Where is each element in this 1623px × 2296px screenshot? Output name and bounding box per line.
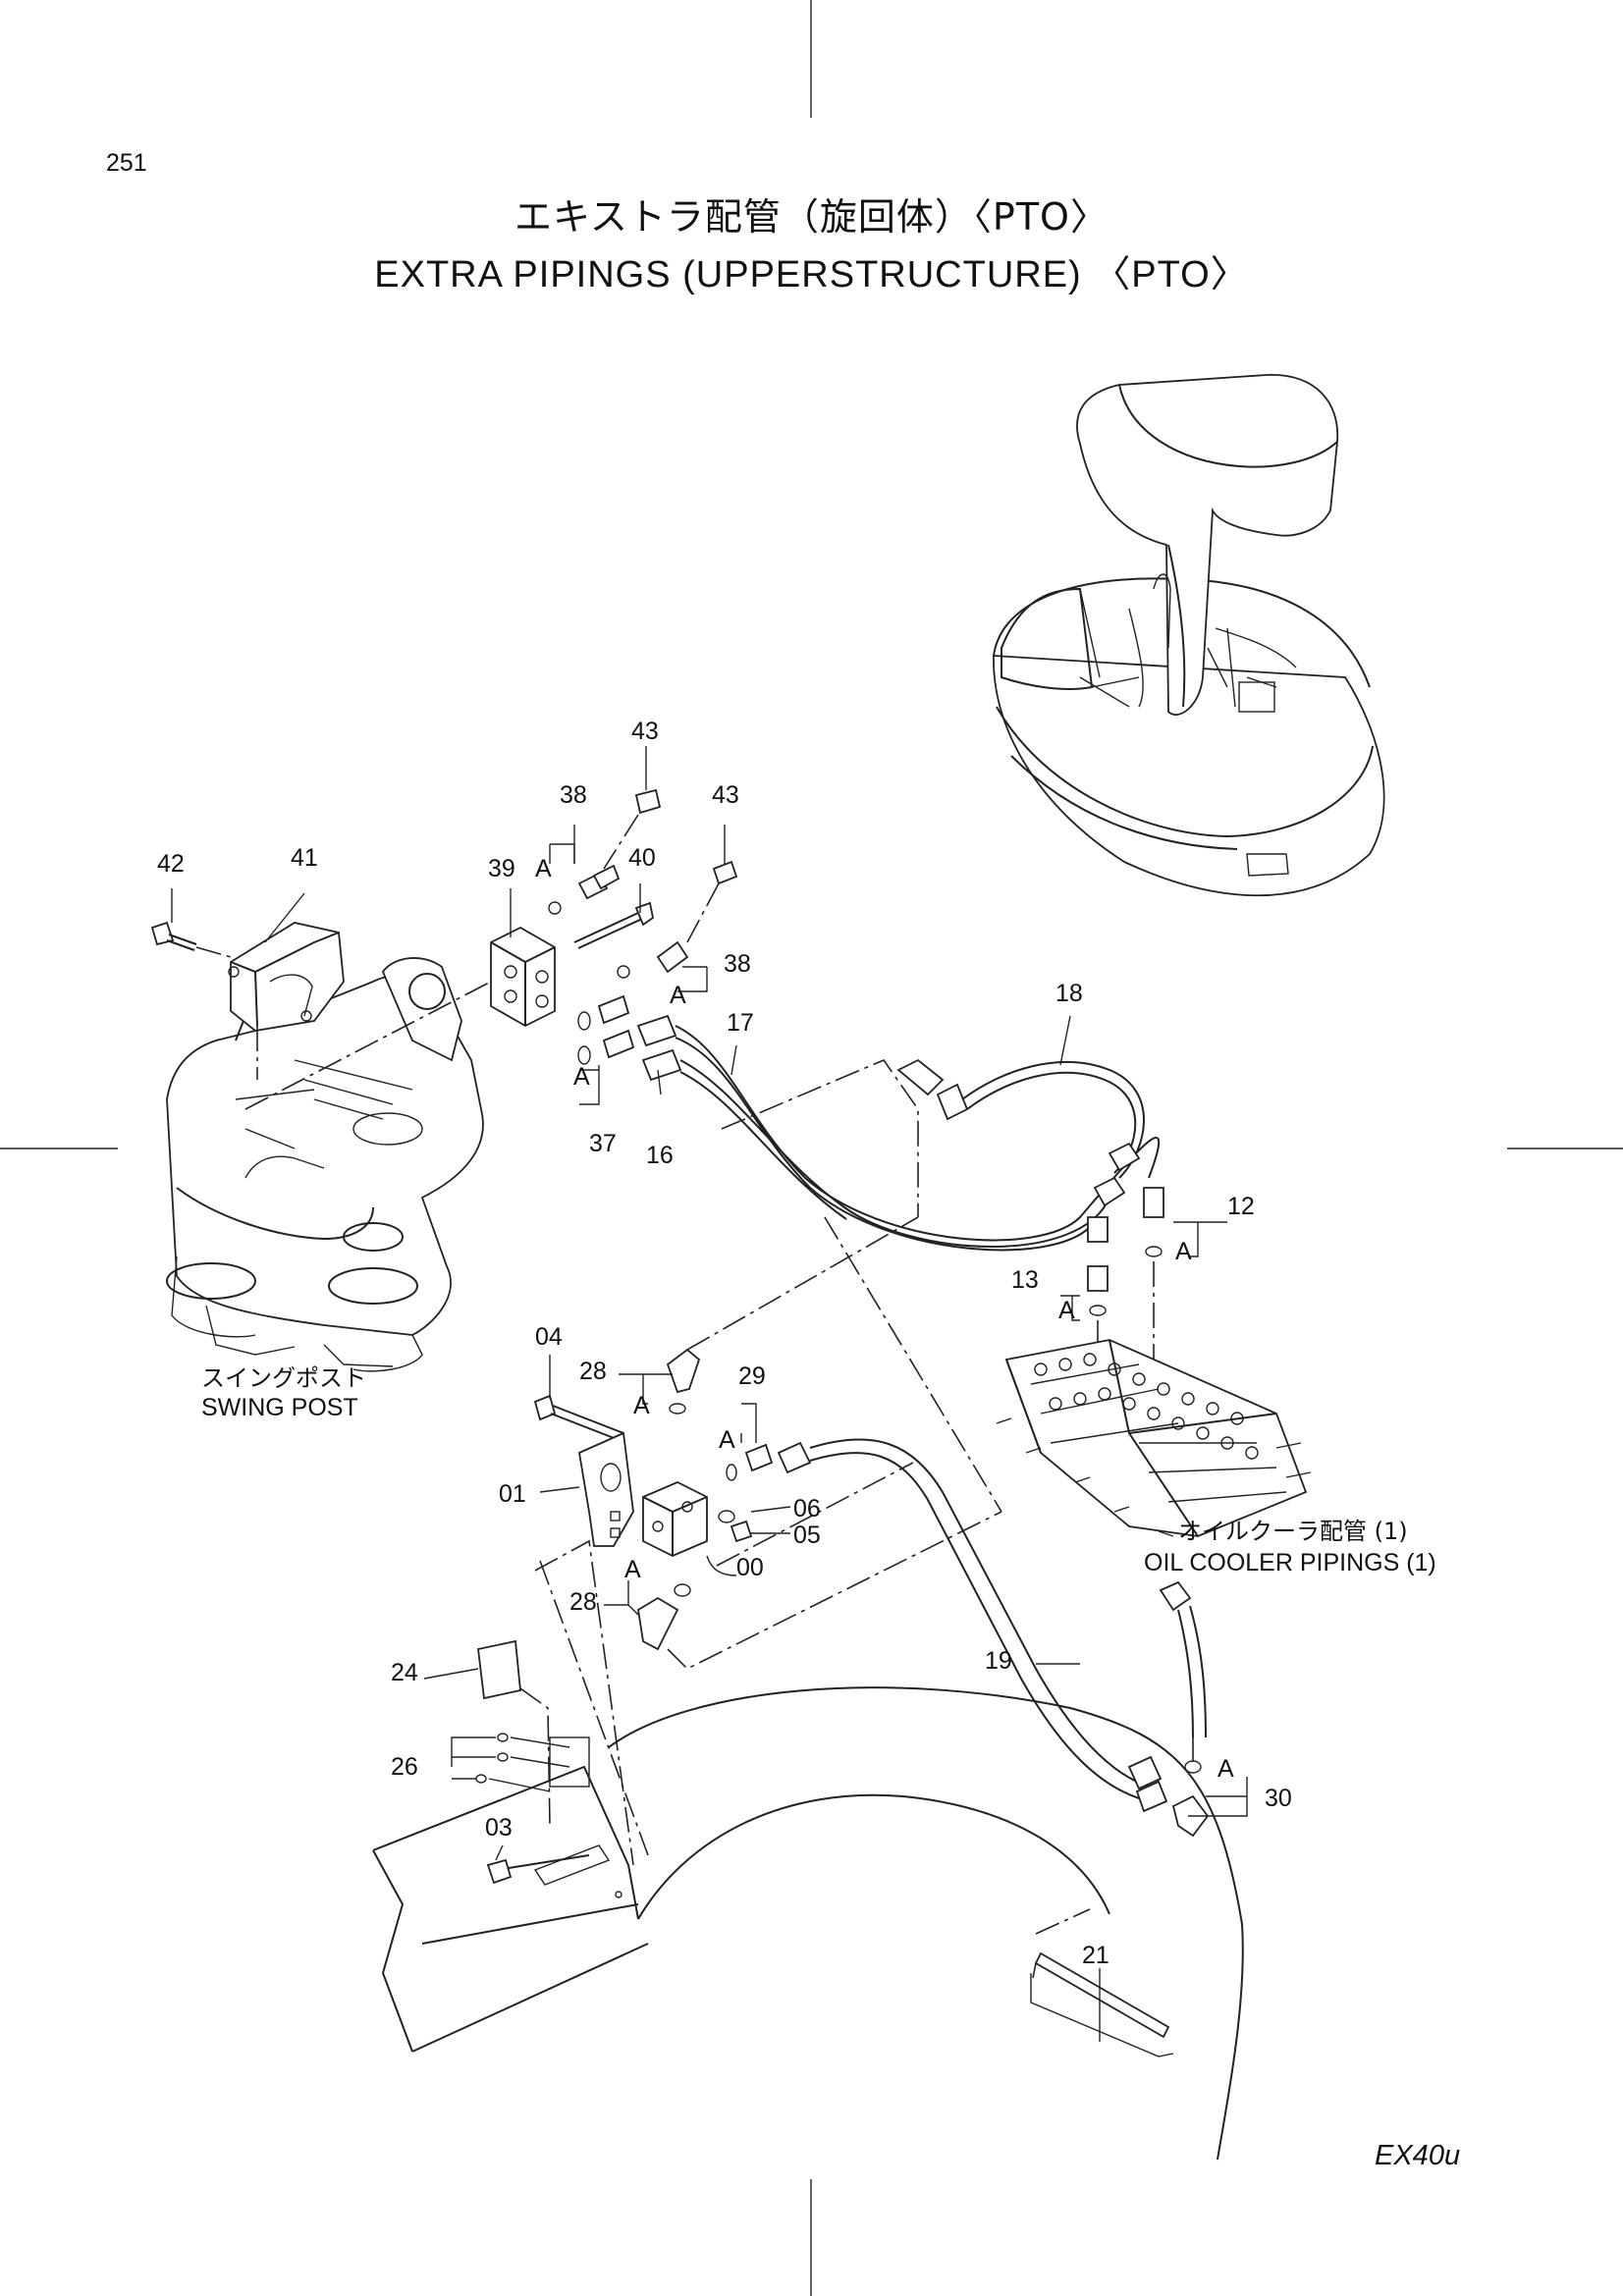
bracket-41 — [228, 922, 345, 1032]
leader-00 — [716, 1462, 914, 1567]
leader-28a — [686, 1216, 919, 1351]
leader-24 — [519, 1687, 551, 1827]
block-00 — [642, 1481, 708, 1557]
seal-21 — [1030, 1908, 1174, 2057]
block-39 — [490, 926, 556, 1028]
callout-24: 24 — [391, 1659, 418, 1686]
bolt-04 — [533, 1394, 624, 1442]
callout-17: 17 — [727, 1009, 754, 1037]
callout-28-lower: 28 — [569, 1588, 597, 1616]
swing-post-label-en: SWING POST — [201, 1394, 358, 1421]
callout-26: 26 — [391, 1753, 418, 1781]
hose-19 — [777, 1438, 1168, 1813]
bolt-03 — [486, 1854, 590, 1885]
callout-13: 13 — [1011, 1266, 1039, 1294]
elbow-28b — [637, 1583, 691, 1651]
ref-mark-a: A — [670, 982, 686, 1009]
adapters-37 — [577, 994, 635, 1065]
adapter-29 — [726, 1443, 774, 1481]
callout-01: 01 — [499, 1480, 526, 1508]
callout-04: 04 — [535, 1323, 563, 1351]
callout-06: 06 — [793, 1495, 821, 1522]
ref-mark-a: A — [719, 1426, 735, 1454]
cap-43a — [634, 788, 662, 815]
callout-16: 16 — [646, 1142, 674, 1169]
bolt-42 — [150, 921, 197, 951]
model-designation: EX40u — [1375, 2140, 1461, 2171]
swing-post-label-jp: スイングポスト — [201, 1364, 366, 1392]
callout-30: 30 — [1265, 1785, 1292, 1812]
ref-mark-a: A — [633, 1392, 650, 1419]
callout-28-upper: 28 — [579, 1358, 607, 1385]
callout-21: 21 — [1082, 1942, 1109, 1969]
oil-cooler-label-en: OIL COOLER PIPINGS (1) — [1144, 1549, 1436, 1576]
callout-41: 41 — [291, 844, 318, 872]
bolt-40 — [573, 901, 654, 949]
hose-18 — [896, 1058, 1145, 1207]
adapter-38b — [617, 940, 689, 979]
section-labels: スイングポスト SWING POST オイルクーラ配管 (1) OIL COOL… — [201, 1364, 1436, 1576]
callout-29: 29 — [738, 1362, 766, 1390]
cap-43b — [712, 860, 738, 885]
leader-43b — [686, 882, 720, 943]
leader-43a — [603, 814, 639, 870]
pins-26 — [475, 1733, 590, 1792]
leader-swing-post — [244, 981, 492, 1110]
control-valve — [996, 1339, 1312, 1537]
oil-cooler-pipe — [1159, 1580, 1207, 1738]
ref-mark-a: A — [624, 1556, 641, 1583]
leader-frame — [539, 1560, 649, 1856]
callout-18: 18 — [1055, 980, 1083, 1007]
part-number-callouts: 43 38 43 39 40 42 41 38 17 18 37 16 12 1… — [157, 718, 1292, 1969]
callout-38-upper: 38 — [560, 781, 587, 809]
callout-42: 42 — [157, 850, 185, 878]
ref-mark-a: A — [1058, 1297, 1075, 1324]
adapter-13 — [1087, 1216, 1109, 1316]
leader-hose-block — [721, 1059, 919, 1217]
callout-40: 40 — [628, 844, 656, 872]
elbow-28a — [666, 1348, 701, 1415]
adapter-12 — [1143, 1187, 1164, 1257]
callout-03: 03 — [485, 1814, 513, 1842]
upperstructure-frame — [372, 1686, 1244, 2161]
ref-mark-a: A — [535, 855, 552, 882]
leader-01 — [534, 1539, 634, 1866]
callout-43-right: 43 — [712, 781, 739, 809]
plate-24 — [477, 1639, 521, 1700]
callout-38-lower: 38 — [724, 950, 751, 978]
swing-post-illustration — [166, 957, 484, 1372]
ref-mark-a: A — [1175, 1238, 1192, 1265]
page-title-japanese: エキストラ配管（旋回体）〈PTO〉 — [514, 195, 1109, 239]
ref-mark-a: A — [573, 1063, 590, 1091]
leader-42 — [195, 946, 232, 958]
callout-00: 00 — [736, 1554, 764, 1581]
callout-39: 39 — [488, 855, 515, 882]
elbow-30 — [1171, 1760, 1210, 1838]
plug-05-06 — [718, 1510, 753, 1543]
leader-28b — [667, 1511, 1002, 1670]
callout-05: 05 — [793, 1522, 821, 1549]
callout-12: 12 — [1227, 1193, 1255, 1220]
callout-43-upper: 43 — [631, 718, 659, 745]
upperstructure-illustration — [993, 374, 1385, 897]
oil-cooler-label-jp: オイルクーラ配管 (1) — [1178, 1518, 1408, 1545]
callout-37: 37 — [589, 1130, 617, 1157]
reference-marks: A A A A A A A A A A — [535, 855, 1234, 1783]
page-number: 251 — [106, 149, 147, 177]
leader-hose-19 — [824, 1216, 1002, 1513]
bracket-01 — [577, 1431, 634, 1547]
page-title-english: EXTRA PIPINGS (UPPERSTRUCTURE) 〈PTO〉 — [374, 254, 1249, 295]
callout-19: 19 — [985, 1647, 1012, 1675]
callout-lines — [171, 746, 1248, 2042]
adapter-38a — [548, 864, 621, 915]
ref-mark-a: A — [1217, 1755, 1234, 1783]
hose-16-17 — [636, 1014, 1161, 1252]
